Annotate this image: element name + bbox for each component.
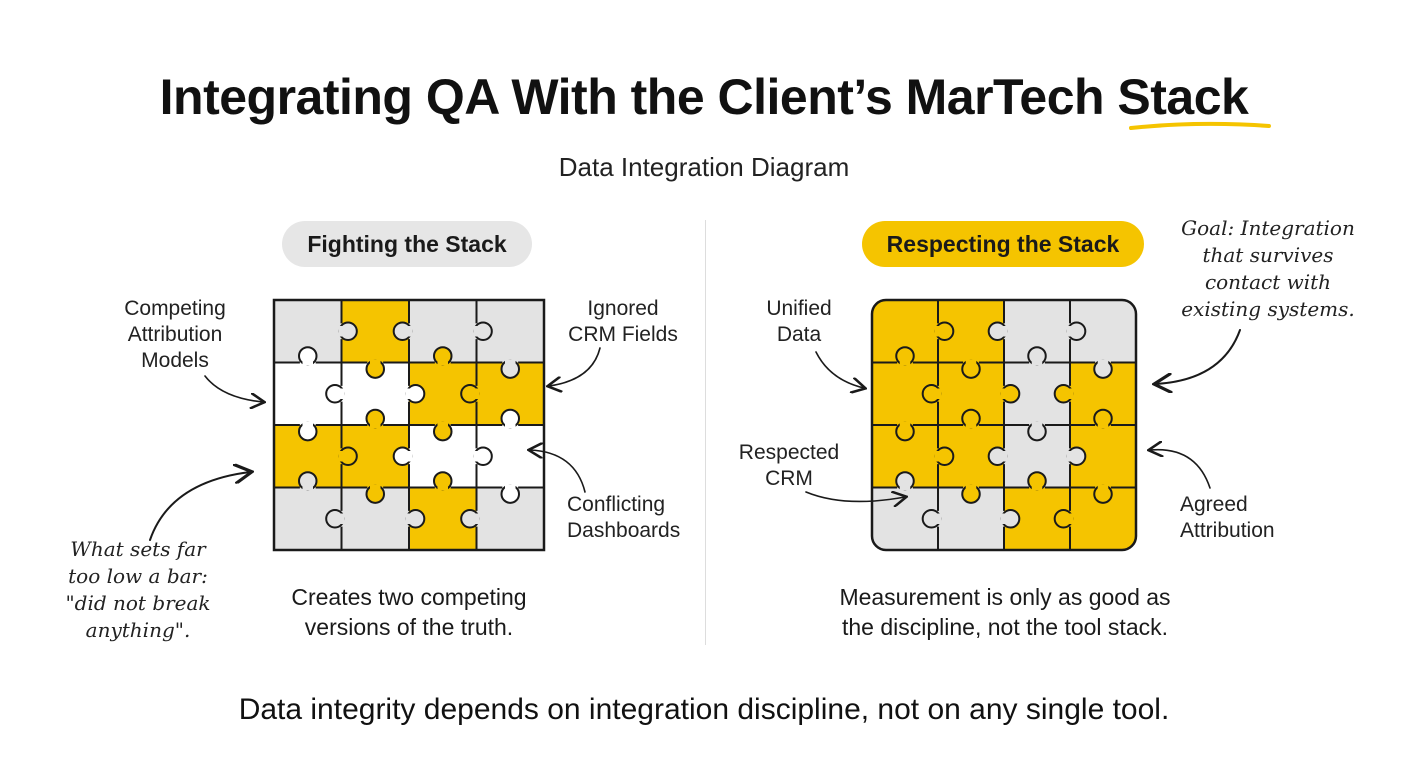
right-puzzle-knob-neck <box>935 326 943 337</box>
page-title: Integrating QA With the Client’s MarTech… <box>159 69 1249 125</box>
right-puzzle-knob-neck <box>1067 326 1075 337</box>
arrow-goal <box>1156 329 1241 384</box>
arrow-unified-data <box>815 351 864 388</box>
right-puzzle-knob-neck <box>933 513 941 524</box>
left-puzzle-knob-neck <box>336 388 345 399</box>
page-subtitle: Data Integration Diagram <box>558 152 850 182</box>
left-handwritten-note: What sets far too low a bar: "did not br… <box>65 537 211 642</box>
label-agreed-attribution: Agreed Attribution <box>1180 493 1275 542</box>
right-puzzle-knob-neck <box>1001 388 1009 399</box>
left-puzzle-knob-neck <box>437 422 448 430</box>
left-puzzle-knob-neck <box>370 484 381 493</box>
right-puzzle-knob-neck <box>1097 420 1109 428</box>
right-puzzle-knob-neck <box>999 451 1007 462</box>
arrow-conflicting-dashboards <box>530 450 586 493</box>
right-puzzle-knob-neck <box>965 420 977 428</box>
left-puzzle-knob-neck <box>505 359 516 368</box>
label-unified-data: Unified Data <box>766 297 832 346</box>
right-puzzle-knob-neck <box>1067 451 1075 462</box>
left-puzzle-knob-neck <box>471 513 480 524</box>
right-puzzle-grid <box>870 298 1138 552</box>
left-puzzle-knob-neck <box>437 357 448 366</box>
left-puzzle-knob-neck <box>505 420 516 428</box>
left-puzzle-knob-neck <box>302 357 313 366</box>
right-puzzle-knob-neck <box>935 451 943 462</box>
left-panel-heading: Fighting the Stack <box>282 221 532 267</box>
left-puzzle-knob-neck <box>473 326 482 337</box>
left-puzzle-knob-neck <box>370 359 381 368</box>
left-puzzle-knob-neck <box>404 326 412 337</box>
right-caption: Measurement is only as good as the disci… <box>839 584 1171 640</box>
left-puzzle-knob-neck <box>406 513 414 524</box>
right-puzzle-knob-neck <box>1097 359 1109 368</box>
left-puzzle-knob-neck <box>338 326 347 337</box>
right-puzzle-knob-neck <box>1031 357 1043 366</box>
right-puzzle-knob-neck <box>965 359 977 368</box>
right-puzzle-knob-neck <box>1001 513 1009 524</box>
right-puzzle-knob-neck <box>999 326 1007 337</box>
left-puzzle-knob-neck <box>471 388 480 399</box>
arrow-competing-attribution <box>204 375 263 402</box>
left-puzzle-knob-neck <box>437 482 448 491</box>
right-puzzle-knob-neck <box>899 482 911 491</box>
left-puzzle-knob-neck <box>406 388 414 399</box>
right-puzzle-knob-neck <box>1065 513 1073 524</box>
left-puzzle-knob-neck <box>338 451 347 462</box>
panel-divider <box>705 220 706 645</box>
left-puzzle-knob-neck <box>370 420 381 428</box>
right-puzzle-knob-neck <box>965 484 977 493</box>
right-panel-heading: Respecting the Stack <box>862 221 1144 267</box>
right-puzzle-border <box>870 298 1138 552</box>
left-puzzle-knob-neck <box>404 451 412 462</box>
left-puzzle-knob-neck <box>302 482 313 491</box>
left-puzzle-knob-neck <box>302 422 313 430</box>
label-conflicting-dashboards: Conflicting Dashboards <box>567 493 681 542</box>
label-ignored-crm-fields: Ignored CRM Fields <box>568 297 678 346</box>
right-puzzle-knob-neck <box>1065 388 1073 399</box>
left-caption: Creates two competing versions of the tr… <box>291 584 527 640</box>
right-puzzle-knob-neck <box>899 357 911 366</box>
right-puzzle-knob-neck <box>899 422 911 430</box>
left-puzzle-grid <box>272 298 546 552</box>
footer-statement: Data integrity depends on integration di… <box>238 693 1170 726</box>
label-competing-attribution-models: Competing Attribution Models <box>124 297 226 372</box>
left-puzzle-knob-neck <box>505 484 516 493</box>
right-puzzle-knob-neck <box>1031 482 1043 491</box>
label-respected-crm: Respected CRM <box>738 441 840 490</box>
arrow-agreed-attribution <box>1150 450 1211 489</box>
right-puzzle-knob-neck <box>933 388 941 399</box>
left-puzzle-knob-neck <box>473 451 482 462</box>
right-handwritten-note: Goal: Integration that survives contact … <box>1181 216 1355 321</box>
arrow-respected-crm <box>805 492 905 501</box>
left-puzzle-knob-neck <box>336 513 345 524</box>
arrow-what-sets-far <box>149 472 250 541</box>
right-puzzle-knob-neck <box>1031 422 1043 430</box>
right-puzzle-knob-neck <box>1097 484 1109 493</box>
left-puzzle-border <box>272 298 546 552</box>
title-underline-stroke <box>1129 121 1271 130</box>
arrow-ignored-crm <box>549 347 601 386</box>
